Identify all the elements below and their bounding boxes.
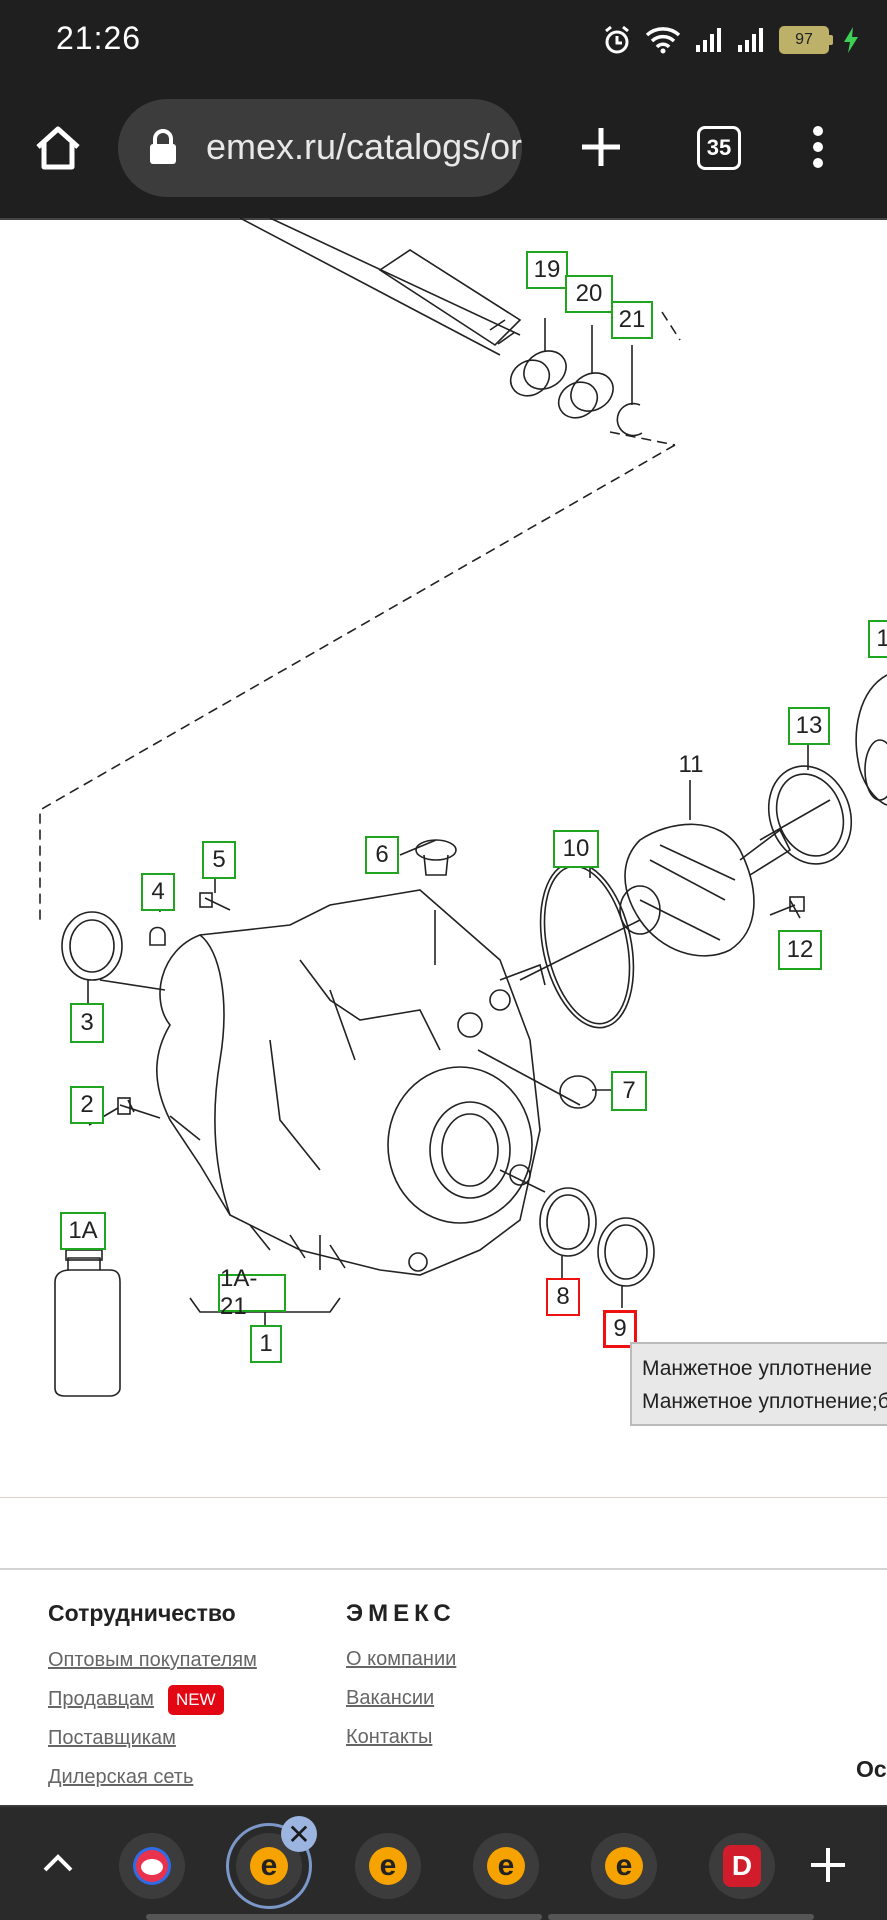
tooltip-line-1: Манжетное уплотнение xyxy=(642,1357,872,1380)
plus-icon xyxy=(811,1848,845,1882)
footer-link-about[interactable]: О компании xyxy=(346,1648,457,1670)
footer-link-dealers[interactable]: Дилерская сеть xyxy=(48,1766,194,1788)
battery-indicator: 97 xyxy=(779,26,833,54)
tooltip-line-2: Манжетное уплотнение;б xyxy=(642,1390,887,1413)
d-icon: D xyxy=(723,1845,761,1887)
lock-icon xyxy=(150,129,176,164)
tab-scroll-indicator xyxy=(548,1914,814,1920)
tab-3[interactable]: e xyxy=(355,1833,421,1899)
tab-6[interactable]: D xyxy=(709,1833,775,1899)
divider xyxy=(0,1497,887,1498)
status-bar: 21:26 97 xyxy=(0,0,887,80)
tab-strip: e ✕ e e e D xyxy=(0,1805,887,1920)
callout-1-edge[interactable]: 1 xyxy=(868,620,887,658)
callout-1A[interactable]: 1A xyxy=(60,1212,106,1250)
callout-2[interactable]: 2 xyxy=(70,1086,104,1124)
callout-13[interactable]: 13 xyxy=(788,707,830,745)
callout-21[interactable]: 21 xyxy=(611,301,653,339)
callout-7[interactable]: 7 xyxy=(611,1071,647,1111)
wifi-icon xyxy=(645,27,681,54)
signal-icon-2 xyxy=(738,28,763,52)
part-tooltip: Манжетное уплотнение Манжетное уплотнени… xyxy=(630,1342,887,1426)
footer-brand: ЭМЕКС xyxy=(346,1600,456,1627)
emex-e-icon: e xyxy=(250,1847,288,1885)
status-icons: 97 xyxy=(603,22,859,58)
footer-heading-partnership: Сотрудничество xyxy=(48,1600,236,1626)
home-icon xyxy=(36,126,80,170)
charging-icon xyxy=(844,27,858,53)
home-button[interactable] xyxy=(30,120,86,176)
parts-diagram xyxy=(39,218,887,1397)
callout-12[interactable]: 12 xyxy=(778,930,822,970)
alarm-icon xyxy=(605,25,629,54)
add-tab-button[interactable] xyxy=(806,1843,850,1887)
new-badge: NEW xyxy=(167,1684,224,1715)
callout-1[interactable]: 1 xyxy=(250,1325,282,1363)
footer-col-emex: ЭМЕКС О компании Вакансии Контакты xyxy=(346,1600,456,1757)
callout-1A-21[interactable]: 1A-21 xyxy=(218,1265,286,1320)
new-tab-button[interactable] xyxy=(572,118,630,176)
footer-link-sellers[interactable]: Продавцам xyxy=(48,1688,154,1710)
active-tab-ring xyxy=(226,1823,312,1909)
footer-col-partnership: Сотрудничество Оптовым покупателям Прода… xyxy=(48,1600,257,1797)
status-time: 21:26 xyxy=(56,20,142,56)
callout-19[interactable]: 19 xyxy=(526,251,568,289)
callout-20[interactable]: 20 xyxy=(565,275,613,313)
tab-4[interactable]: e xyxy=(473,1833,539,1899)
plus-icon xyxy=(582,128,620,166)
divider xyxy=(0,1568,887,1570)
callout-8[interactable]: 8 xyxy=(546,1278,580,1316)
browser-toolbar: emex.ru/catalogs/original/... 35 xyxy=(0,80,887,220)
multicolor-ring-icon xyxy=(133,1847,171,1885)
callout-10[interactable]: 10 xyxy=(553,830,599,868)
collapse-tabs-button[interactable] xyxy=(38,1843,78,1883)
footer-link-vacancies[interactable]: Вакансии xyxy=(346,1687,435,1709)
emex-e-icon: e xyxy=(605,1847,643,1885)
footer-link-wholesale[interactable]: Оптовым покупателям xyxy=(48,1649,257,1671)
callout-9[interactable]: 9 xyxy=(603,1310,637,1348)
chevron-up-icon xyxy=(43,1854,73,1872)
footer-link-suppliers[interactable]: Поставщикам xyxy=(48,1727,176,1749)
tab-5[interactable]: e xyxy=(591,1833,657,1899)
callout-3[interactable]: 3 xyxy=(70,1003,104,1043)
signal-icon xyxy=(696,28,721,52)
callout-5[interactable]: 5 xyxy=(202,841,236,879)
close-tab-button[interactable]: ✕ xyxy=(281,1816,317,1852)
tab-1[interactable] xyxy=(119,1833,185,1899)
callout-6[interactable]: 6 xyxy=(365,836,399,874)
emex-e-icon: e xyxy=(369,1847,407,1885)
footer-heading-cut: Ос xyxy=(856,1756,887,1782)
callout-11[interactable]: 11 xyxy=(678,751,704,778)
footer-link-contacts[interactable]: Контакты xyxy=(346,1726,433,1748)
emex-e-icon: e xyxy=(487,1847,525,1885)
callout-4[interactable]: 4 xyxy=(141,873,175,911)
tab-scroll-indicator xyxy=(146,1914,542,1920)
tab-switcher-button[interactable]: 35 xyxy=(697,126,741,170)
more-vert-icon xyxy=(813,126,823,168)
address-bar[interactable]: emex.ru/catalogs/original/... xyxy=(118,99,522,197)
menu-button[interactable] xyxy=(800,118,836,176)
url-text: emex.ru/catalogs/original/... xyxy=(206,126,522,167)
